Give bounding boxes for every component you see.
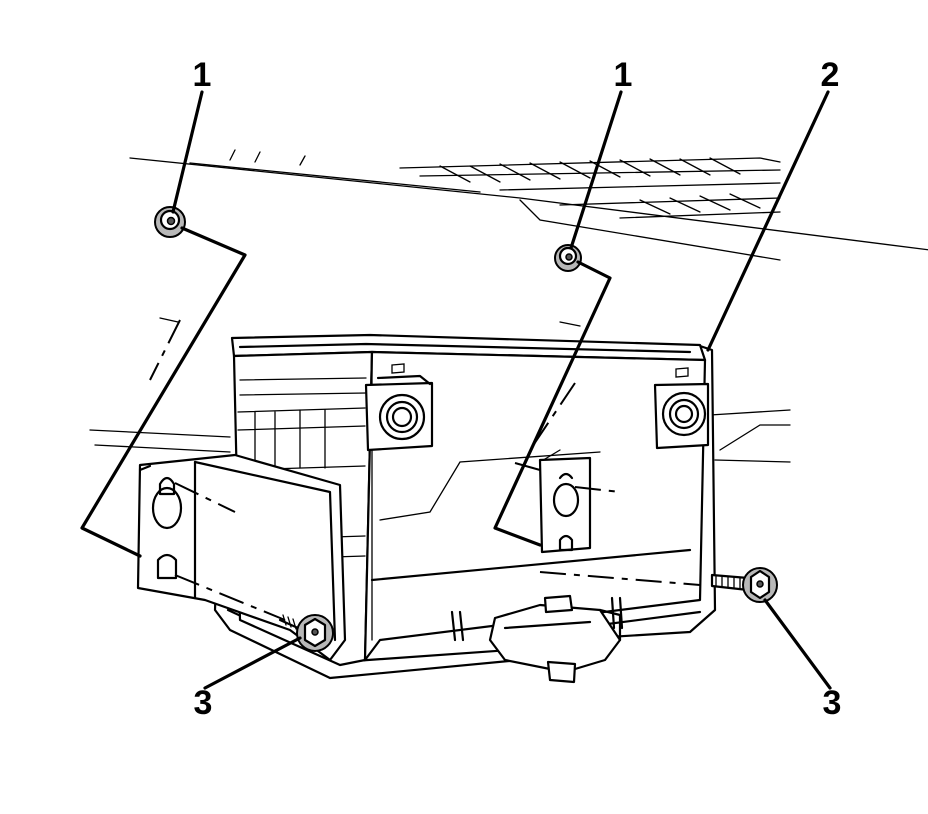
terminal-right — [653, 367, 710, 450]
bottom-clamp — [488, 594, 622, 684]
callout-1-right: 1 — [614, 56, 633, 94]
nut-left — [154, 206, 186, 238]
terminal-left — [364, 363, 434, 452]
front-slotted-bracket — [538, 456, 592, 554]
bolt-left — [278, 614, 334, 652]
nut-right — [554, 244, 582, 272]
left-hold-down-bracket — [136, 453, 347, 662]
installation-paths — [80, 226, 701, 621]
callout-1-left: 1 — [193, 56, 212, 94]
callout-3-right: 3 — [823, 684, 842, 722]
bolt-right — [710, 567, 778, 603]
callout-3-left: 3 — [194, 684, 213, 722]
callout-2: 2 — [821, 56, 840, 94]
leader-lines — [171, 90, 832, 690]
background-frame — [89, 149, 928, 463]
